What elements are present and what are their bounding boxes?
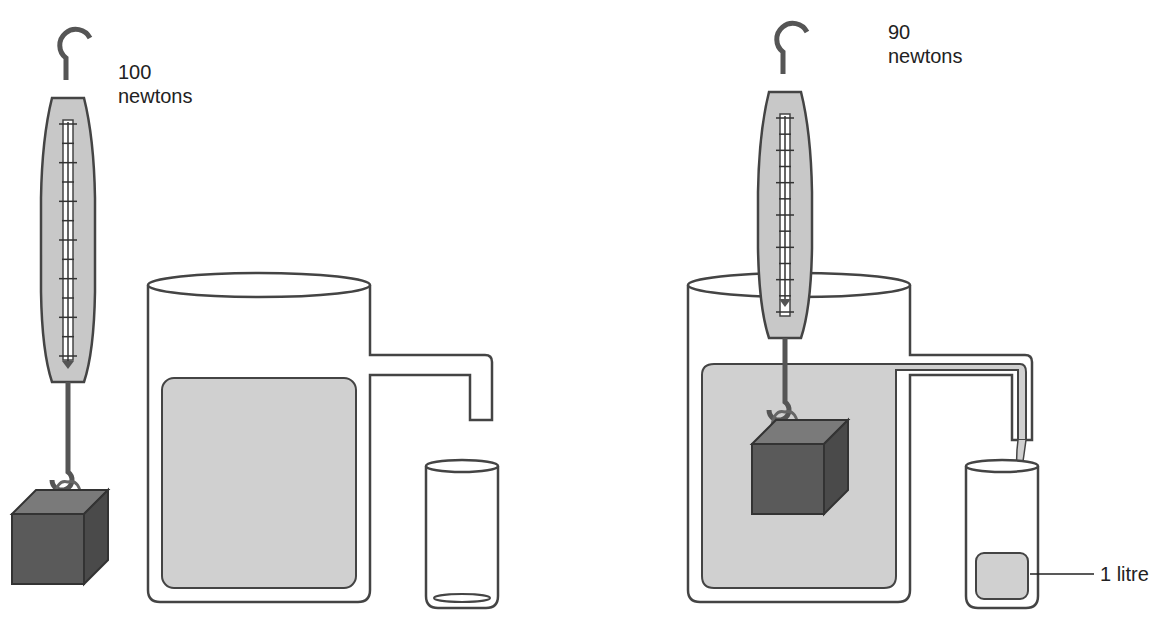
spring-balance — [752, 23, 848, 514]
filled-beaker — [966, 460, 1094, 608]
spring-balance — [12, 29, 108, 584]
leader-line — [1030, 573, 1094, 575]
value-label: 100 newtons — [118, 60, 208, 108]
value-label: 90 newtons — [888, 20, 978, 68]
empty-beaker — [426, 460, 498, 608]
value-label: 1 litre — [1100, 562, 1162, 586]
